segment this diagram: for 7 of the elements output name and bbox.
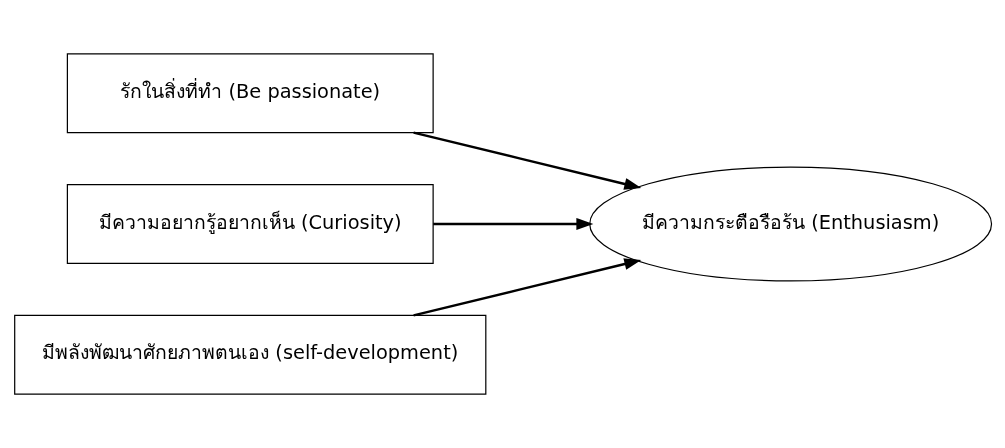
arrow [412, 131, 641, 190]
arrow [432, 218, 593, 230]
node-ellipse: มีความกระตือรือร้น (Enthusiasm) [588, 166, 992, 282]
arrow [412, 258, 641, 317]
node-box: รักในสิ่งที่ทำ (Be passionate) [66, 53, 434, 134]
node-box: มีความอยากรู้อยากเห็น (Curiosity) [66, 184, 434, 264]
node-box: มีพลังพัฒนาศักยภาพตนเอง (self-development) [13, 314, 486, 395]
